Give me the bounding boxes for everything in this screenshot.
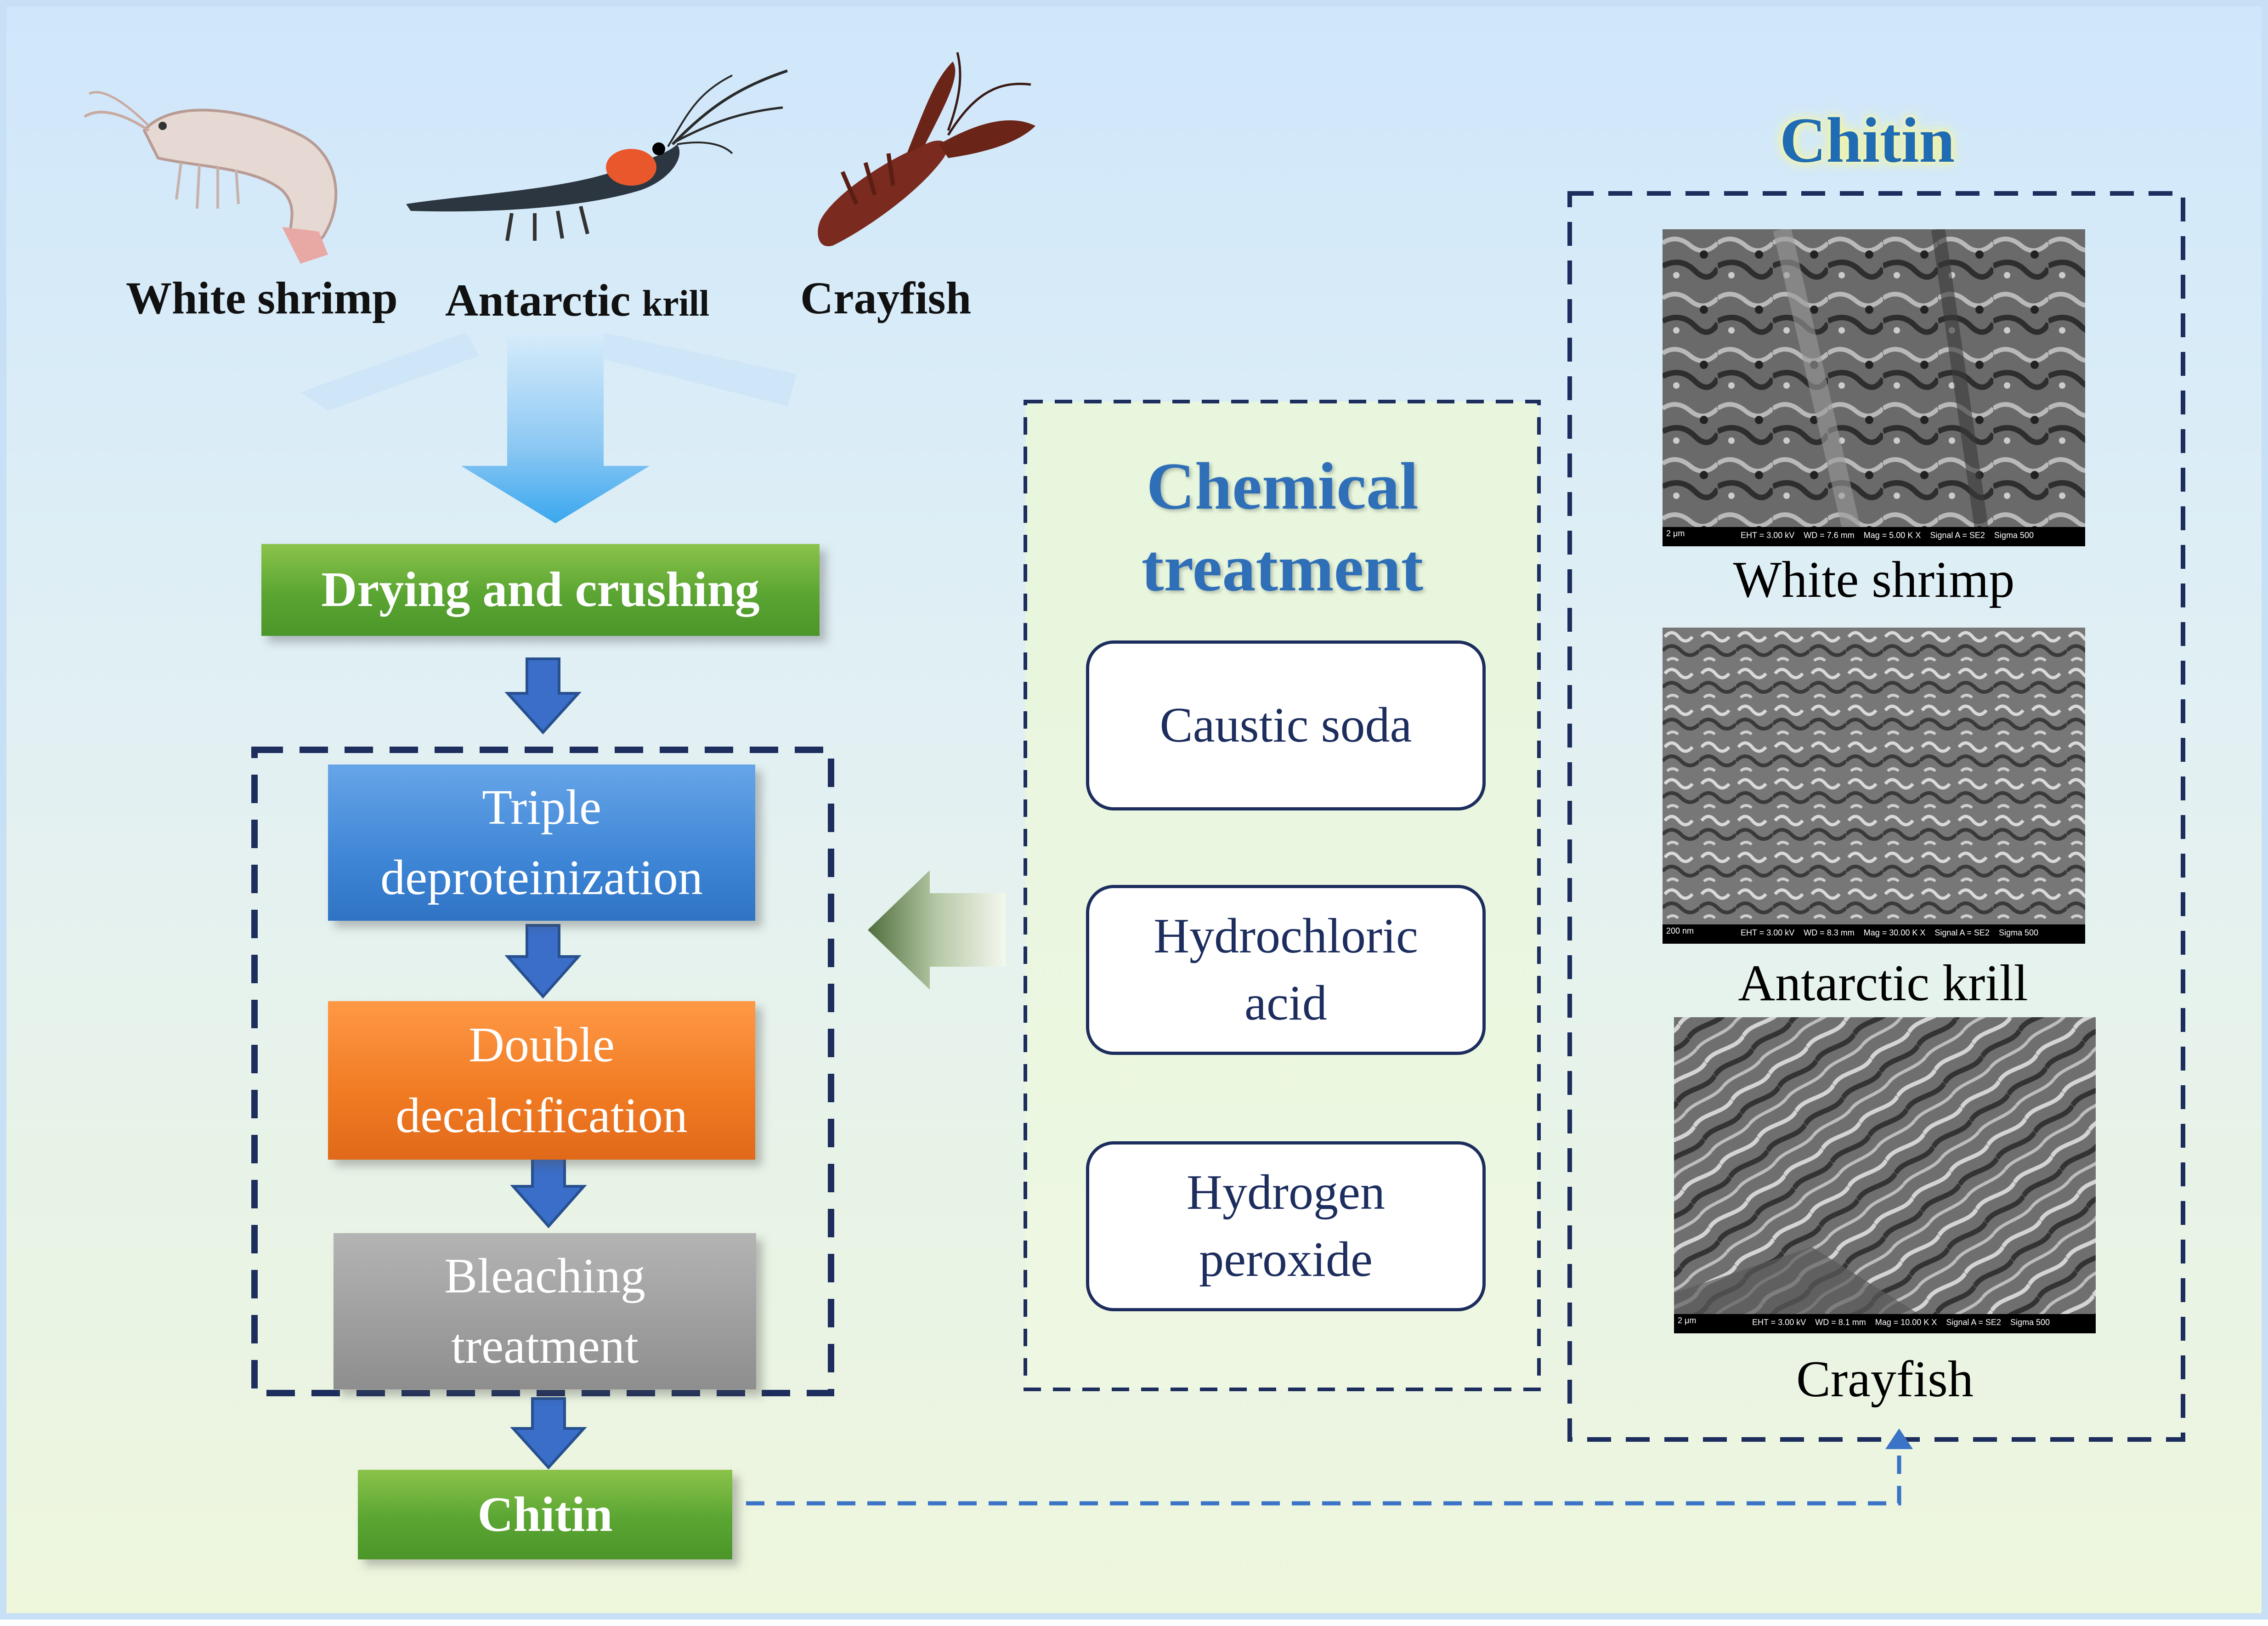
- antarctic-krill-photo: [406, 69, 788, 241]
- species-label-white-shrimp: White shrimp: [126, 272, 398, 323]
- sem-info-bar: 2 μm EHT = 3.00 kV WD = 8.1 mm Mag = 10.…: [1674, 1314, 2096, 1333]
- sem-image-white-shrimp: 2 μm EHT = 3.00 kV WD = 7.6 mm Mag = 5.0…: [1663, 229, 2085, 546]
- sem-label-white-shrimp: White shrimp: [1733, 551, 2015, 608]
- arrow-down-4: [510, 1397, 587, 1470]
- sem-info-bar: 200 nm EHT = 3.00 kV WD = 8.3 mm Mag = 3…: [1663, 924, 2085, 944]
- sem-label-crayfish: Crayfish: [1796, 1351, 1974, 1408]
- reagent-caustic-soda: Caustic soda: [1086, 640, 1486, 810]
- chitin-dashed-frame: [1567, 191, 2185, 1442]
- chemical-input-arrow: [868, 870, 1006, 990]
- white-shrimp-photo: [84, 91, 338, 264]
- arrow-down-2: [504, 924, 582, 999]
- process-dashed-frame: [251, 747, 834, 1396]
- crayfish-photo: [818, 52, 1035, 246]
- sem-info-bar: 2 μm EHT = 3.00 kV WD = 7.6 mm Mag = 5.0…: [1663, 527, 2085, 546]
- chitin-product-box: Chitin: [358, 1470, 732, 1559]
- species-label-crayfish: Crayfish: [800, 272, 972, 323]
- chitin-link-arrowhead: [1885, 1428, 1913, 1449]
- sem-image-antarctic-krill: 200 nm EHT = 3.00 kV WD = 8.3 mm Mag = 3…: [1663, 628, 2085, 944]
- converging-arrow: [300, 333, 797, 523]
- chitin-link-dashed-arrow: [746, 1445, 1901, 1506]
- chemical-treatment-title: Chemical treatment: [1141, 449, 1424, 606]
- step-arrows: [504, 657, 587, 1470]
- drying-crushing-box: Drying and crushing: [261, 544, 820, 636]
- sem-image-crayfish: 2 μm EHT = 3.00 kV WD = 8.1 mm Mag = 10.…: [1674, 1017, 2096, 1333]
- species-label-antarctic-krill: Antarctic krill: [445, 275, 710, 326]
- arrow-down-3: [510, 1156, 587, 1229]
- arrow-down-1: [504, 657, 582, 735]
- sem-label-antarctic-krill: Antarctic krill: [1738, 955, 2028, 1012]
- chitin-sem-title: Chitin: [1780, 105, 1955, 176]
